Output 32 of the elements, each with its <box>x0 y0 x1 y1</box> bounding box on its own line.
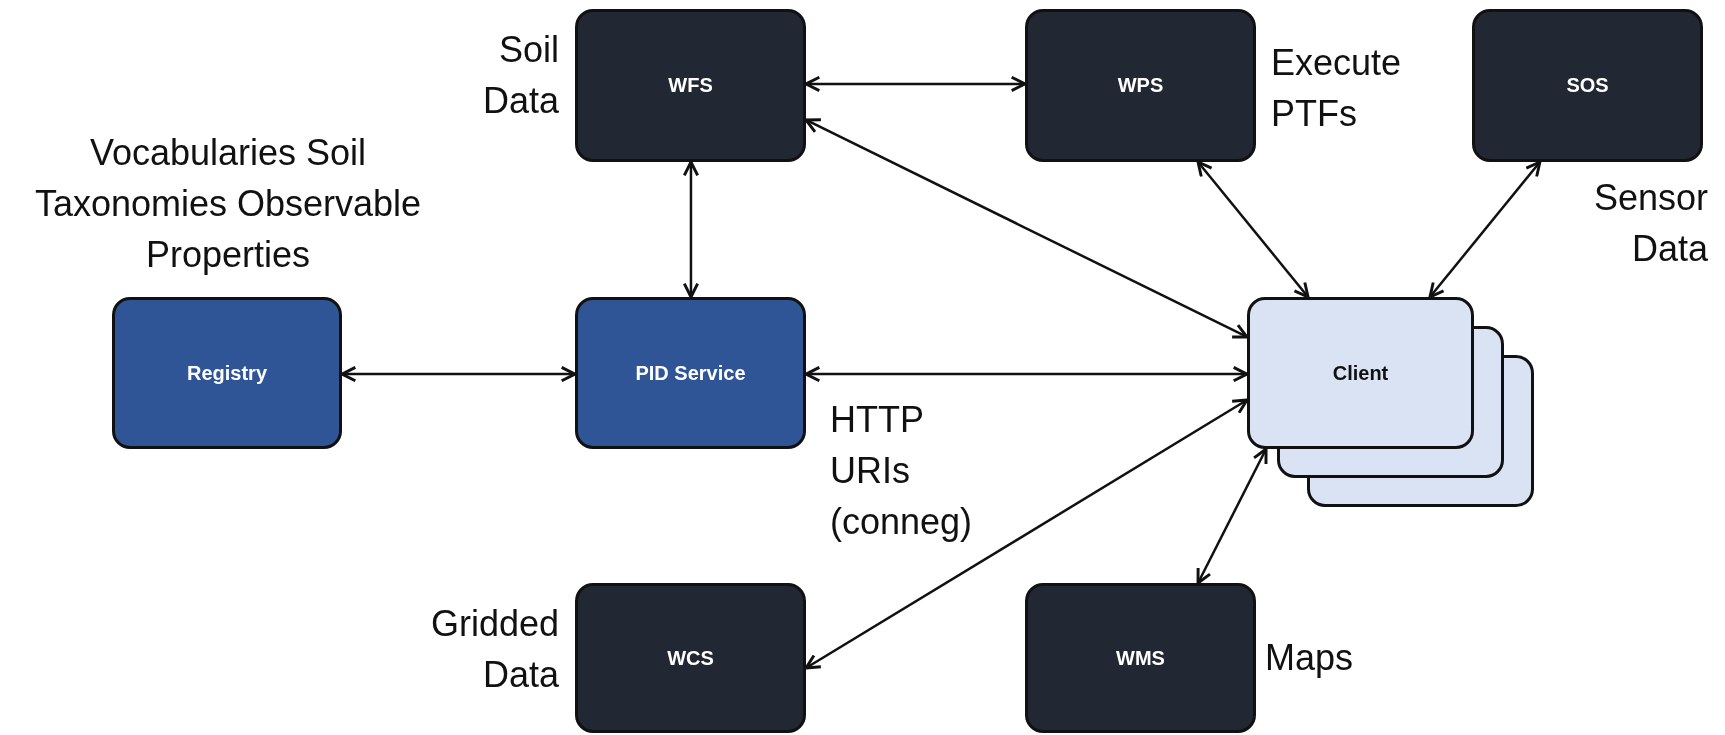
client-box <box>1247 297 1474 449</box>
service-caption: Gridded Data <box>429 602 559 697</box>
node-label: Registry <box>187 361 267 385</box>
node-label: WFS <box>668 74 713 97</box>
node-label: Client <box>1332 361 1389 385</box>
service-caption: Maps <box>1265 636 1355 680</box>
node-label: WMS <box>1116 646 1165 670</box>
double-arrow <box>340 365 577 383</box>
double-arrow <box>1196 447 1268 585</box>
double-arrow <box>804 118 1249 339</box>
service-box <box>575 9 806 162</box>
service-box <box>1472 9 1703 162</box>
service-box <box>575 583 806 733</box>
service-box <box>1025 9 1256 162</box>
service-caption: Execute PTFs <box>1271 41 1403 136</box>
node-label: PID Service <box>635 361 746 385</box>
double-arrow <box>1196 160 1310 299</box>
double-arrow <box>682 160 700 299</box>
protocol-note: HTTP URIs (conneg) <box>830 398 974 544</box>
double-arrow <box>1428 160 1542 299</box>
service-box <box>112 297 342 449</box>
double-arrow <box>804 398 1249 670</box>
node-label: SOS <box>1566 74 1609 97</box>
node-label: WPS <box>1117 74 1164 97</box>
service-caption: Sensor Data <box>1592 176 1708 271</box>
service-box <box>1025 583 1256 733</box>
service-caption: Vocabularies Soil Taxonomies Observable Properties <box>33 131 423 277</box>
double-arrow <box>804 365 1249 383</box>
node-label: WCS <box>667 646 714 670</box>
service-box <box>575 297 806 449</box>
service-caption: Soil Data <box>481 28 559 123</box>
double-arrow <box>804 75 1027 93</box>
